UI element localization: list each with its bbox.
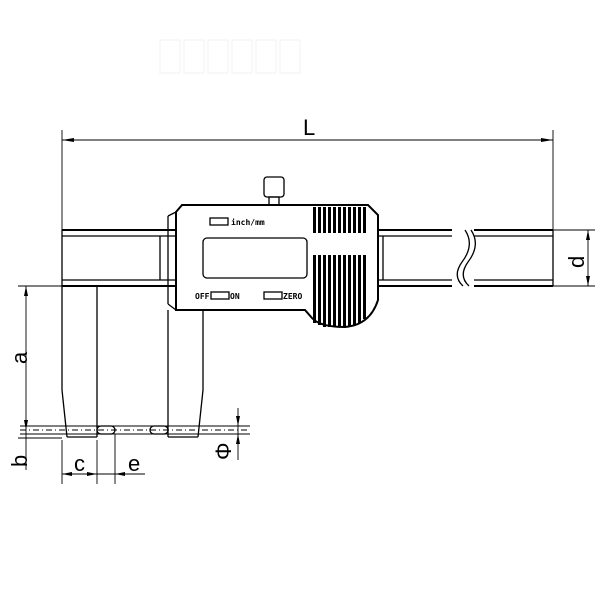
zero-label: ZERO (283, 292, 302, 301)
unit-toggle-button[interactable] (209, 217, 229, 226)
sliding-jaw (167, 310, 204, 438)
on-label: ON (230, 292, 240, 301)
label-phi: Φ (211, 442, 236, 460)
dimension-c-e: c e (61, 434, 145, 484)
label-b: b (7, 455, 32, 467)
label-e: e (128, 451, 140, 476)
dimension-a: a (7, 285, 62, 430)
knurl-top (313, 207, 366, 233)
dimension-d: d (553, 229, 595, 287)
dimension-phi: Φ (211, 408, 240, 460)
zero-button[interactable] (263, 291, 283, 300)
knurl-bottom (313, 255, 366, 327)
jaw-tips (20, 425, 250, 435)
caliper-head: inch/mm OFF ON ZERO (167, 176, 379, 329)
label-d: d (564, 256, 589, 268)
label-c: c (74, 451, 85, 476)
dimension-b: b (7, 430, 62, 470)
off-label: OFF (195, 292, 210, 301)
unit-button-label: inch/mm (231, 217, 265, 227)
watermark (159, 39, 301, 74)
fixed-jaw (61, 285, 137, 438)
lcd-display (202, 237, 308, 279)
power-button[interactable] (210, 291, 230, 300)
label-a: a (7, 351, 32, 364)
label-L: L (303, 115, 315, 140)
